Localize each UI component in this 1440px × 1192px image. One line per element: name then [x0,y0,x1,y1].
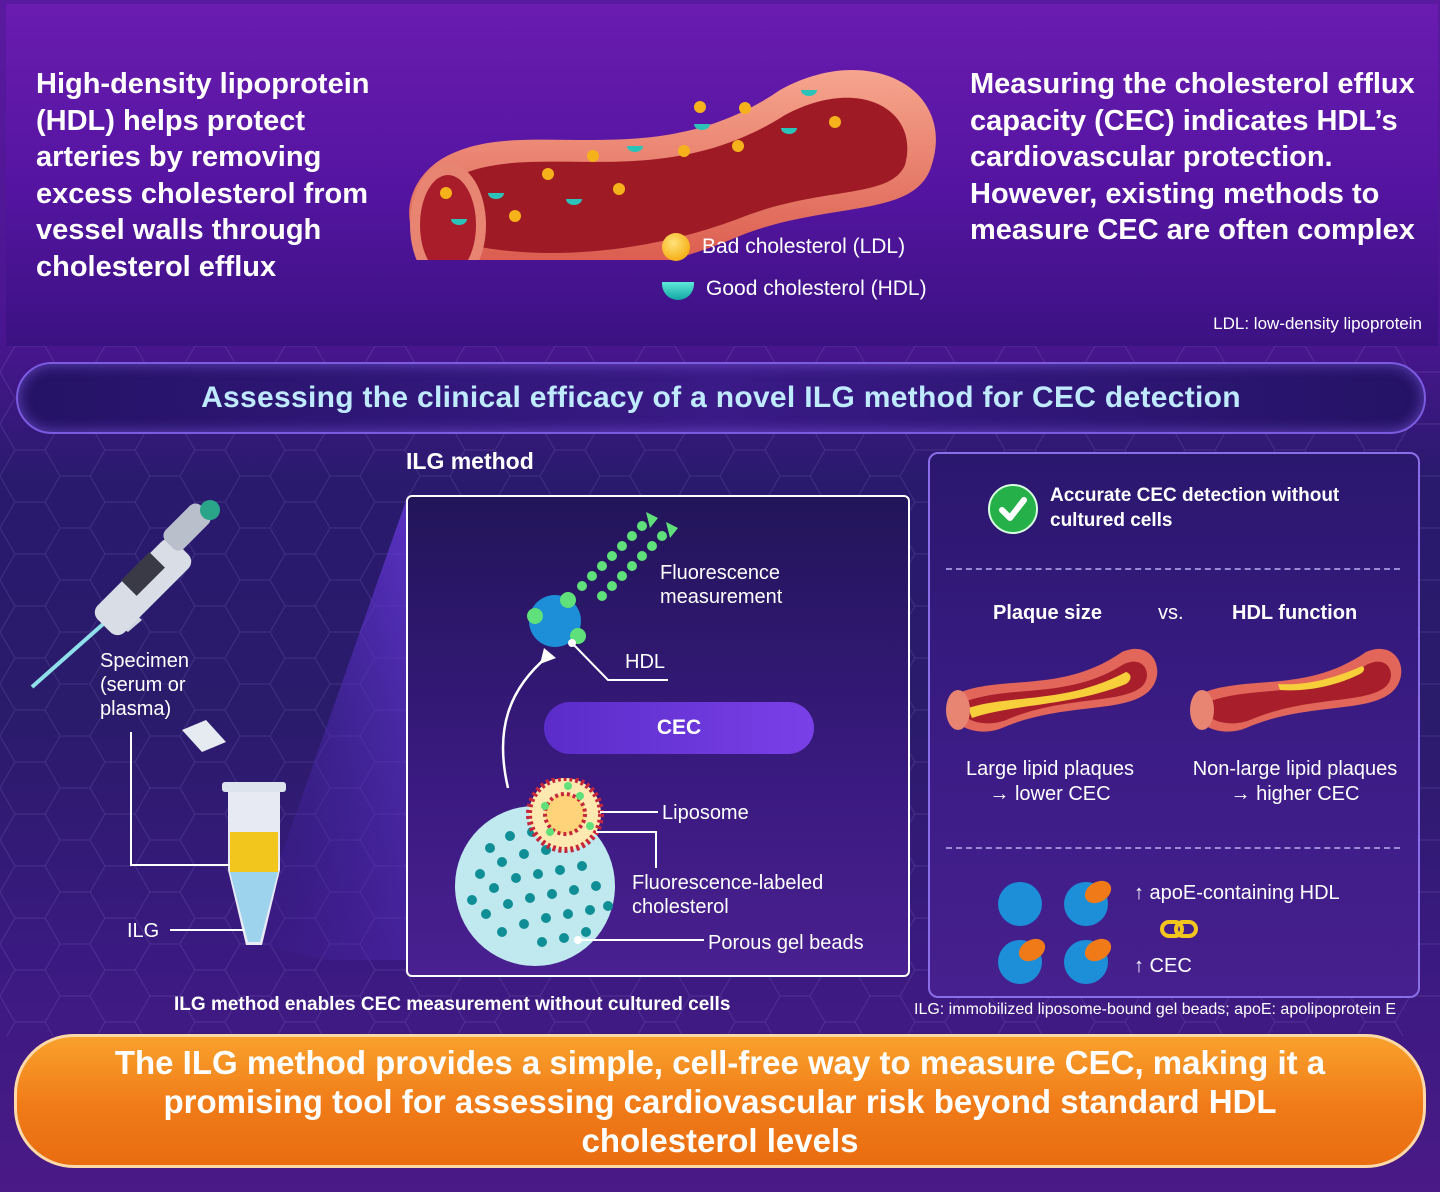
apoe-hdl-text: ↑ apoE-containing HDL [1134,882,1340,904]
hdl-icon [662,282,694,300]
hdl-function-heading: HDL function [1232,602,1358,624]
vessel-lumen [436,97,908,253]
small-plaque-vessel-icon [1190,648,1402,732]
blood-vessel-illustration [409,69,936,260]
hdl-particles [451,90,817,225]
section-banner-title: Assessing the clinical efficacy of a nov… [201,381,1241,414]
apoe-hdl-particles-icon [998,880,1112,984]
hdl-label: HDL [625,651,666,673]
cec-pill-label: CEC [656,716,702,739]
pipette-illustration [30,500,220,689]
legend-hdl: Good cholesterol (HDL) [662,277,927,301]
legend-ldl-label: Bad cholesterol (LDL) [702,235,906,258]
legend-ldl: Bad cholesterol (LDL) [662,233,905,261]
spotlight-wedge [255,495,408,960]
cec-pill: CEC [544,702,814,754]
cec-up-text: ↑ CEC [1134,955,1192,977]
ldl-icon [662,233,690,261]
link-icon [1160,920,1198,938]
legend-hdl-label: Good cholesterol (HDL) [706,277,927,300]
nonlarge-plaque-text: Non-large lipid plaques → higher CEC [1192,758,1398,805]
gel-bead-illustration [455,778,704,966]
labeled-cholesterol-label: Fluorescence-labeled cholesterol [632,872,824,918]
specimen-label: Specimen (serum or plasma) [100,650,189,720]
porous-gel-beads-label: Porous gel beads [708,932,864,954]
ilg-tube-label: ILG [127,920,160,942]
conclusion-banner: The ILG method provides a simple, cell-f… [14,1034,1426,1168]
divider-1 [946,568,1400,570]
sample-tube-illustration [130,720,286,945]
accurate-detection-text: Accurate CEC detection without cultured … [1050,485,1340,531]
large-plaque-vessel-icon [946,648,1158,732]
section-banner: Assessing the clinical efficacy of a nov… [16,362,1426,434]
hdl-fluorescence-illustration [501,512,678,789]
conclusion-text: The ILG method provides a simple, cell-f… [114,1043,1326,1159]
ldl-particles [440,101,841,222]
method-caption: ILG method enables CEC measurement witho… [174,994,731,1015]
intro-left-text: High-density lipoprotein (HDL) helps pro… [36,68,370,283]
ilg-method-title: ILG method [406,448,534,474]
divider-2 [946,847,1400,849]
plaque-size-heading: Plaque size [993,602,1102,624]
abbreviation-bottom: ILG: immobilized liposome-bound gel bead… [914,1001,1397,1018]
intro-right-text: Measuring the cholesterol efflux capacit… [970,68,1415,246]
liposome-label: Liposome [662,802,749,824]
checkmark-icon [988,484,1038,534]
abbreviation-top: LDL: low-density lipoprotein [1213,314,1422,333]
vs-text: vs. [1158,602,1184,624]
fluorescence-label: Fluorescence measurement [660,562,783,608]
large-plaque-text: Large lipid plaques → lower CEC [966,758,1134,805]
